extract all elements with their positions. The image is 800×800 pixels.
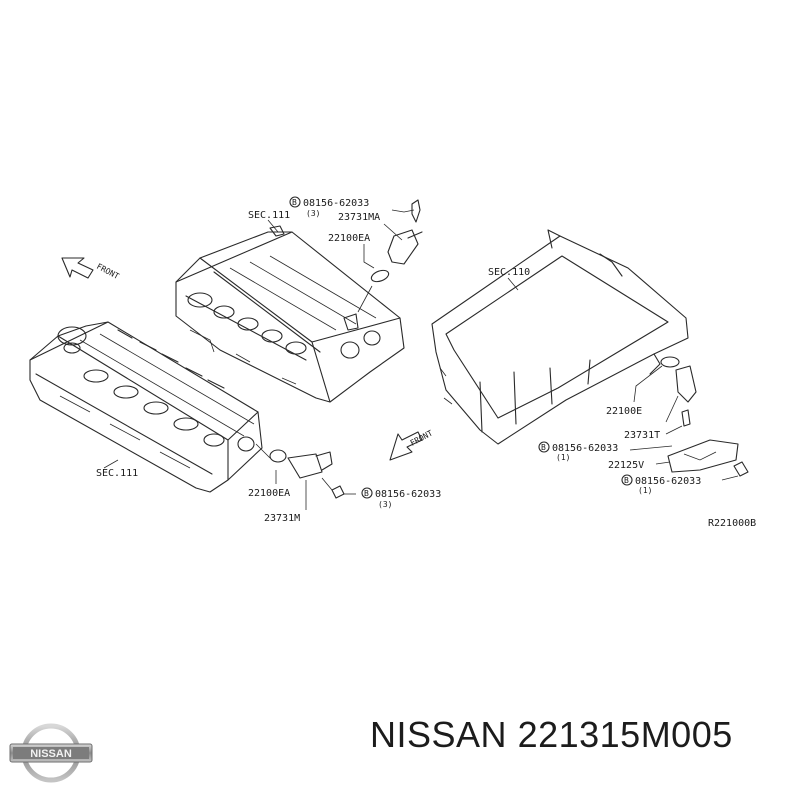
cylinder-head-lower [29, 321, 263, 493]
right-bolt1-qty: (1) [556, 453, 570, 462]
cylinder-head-upper [175, 225, 405, 403]
right-bolt2-code: 08156-62033 [635, 476, 701, 487]
right-bolt2-qty: (1) [638, 486, 652, 495]
bottom-sensor-part: 23731M [264, 513, 300, 524]
bolt-marker-right-1: B [541, 443, 546, 452]
right-sensor-group: SEC.110 22100E 23731T B 08156-62033 (1) … [488, 267, 749, 495]
right-sensor-part: 23731T [624, 430, 660, 441]
right-oring-part: 22100E [606, 406, 642, 417]
top-sensor-group: SEC.111 B 08156-62033 (3) 23731MA 22100E… [248, 196, 423, 331]
right-bolt1-code: 08156-62033 [552, 443, 618, 454]
front-arrow-right: FRONT [389, 428, 435, 461]
bottom-bolt-code: 08156-62033 [375, 489, 441, 500]
bottom-sensor-group: SEC.111 22100EA 23731M B 08156-62033 (3) [96, 443, 441, 524]
caption-brand: NISSAN [370, 714, 508, 755]
front-arrow-right-label: FRONT [409, 428, 435, 447]
bottom-oring-part: 22100EA [248, 488, 290, 499]
top-bolt-code: 08156-62033 [303, 198, 369, 209]
diagram-reference: R221000B [708, 518, 756, 529]
part-caption: NISSAN 221315M005 [370, 714, 733, 756]
caption-part-number: 221315M005 [517, 714, 733, 755]
bolt-marker-right-2: B [624, 476, 629, 485]
section-label-oil-pan: SEC.110 [488, 267, 530, 278]
front-arrow-left: FRONT [61, 257, 121, 281]
section-label-lower-head: SEC.111 [96, 468, 138, 479]
top-sensor-part: 23731MA [338, 212, 380, 223]
front-arrow-left-label: FRONT [95, 262, 121, 281]
section-label-upper-head: SEC.111 [248, 210, 290, 221]
right-bracket-part: 22125V [608, 460, 644, 471]
bottom-bolt-qty: (3) [378, 500, 392, 509]
nissan-logo: NISSAN [9, 723, 93, 783]
oil-pan [431, 229, 689, 445]
bolt-marker-top: B [292, 198, 297, 207]
top-bolt-qty: (3) [306, 209, 320, 218]
top-oring-part: 22100EA [328, 233, 370, 244]
logo-text: NISSAN [30, 748, 72, 760]
bolt-marker-bottom: B [364, 489, 369, 498]
